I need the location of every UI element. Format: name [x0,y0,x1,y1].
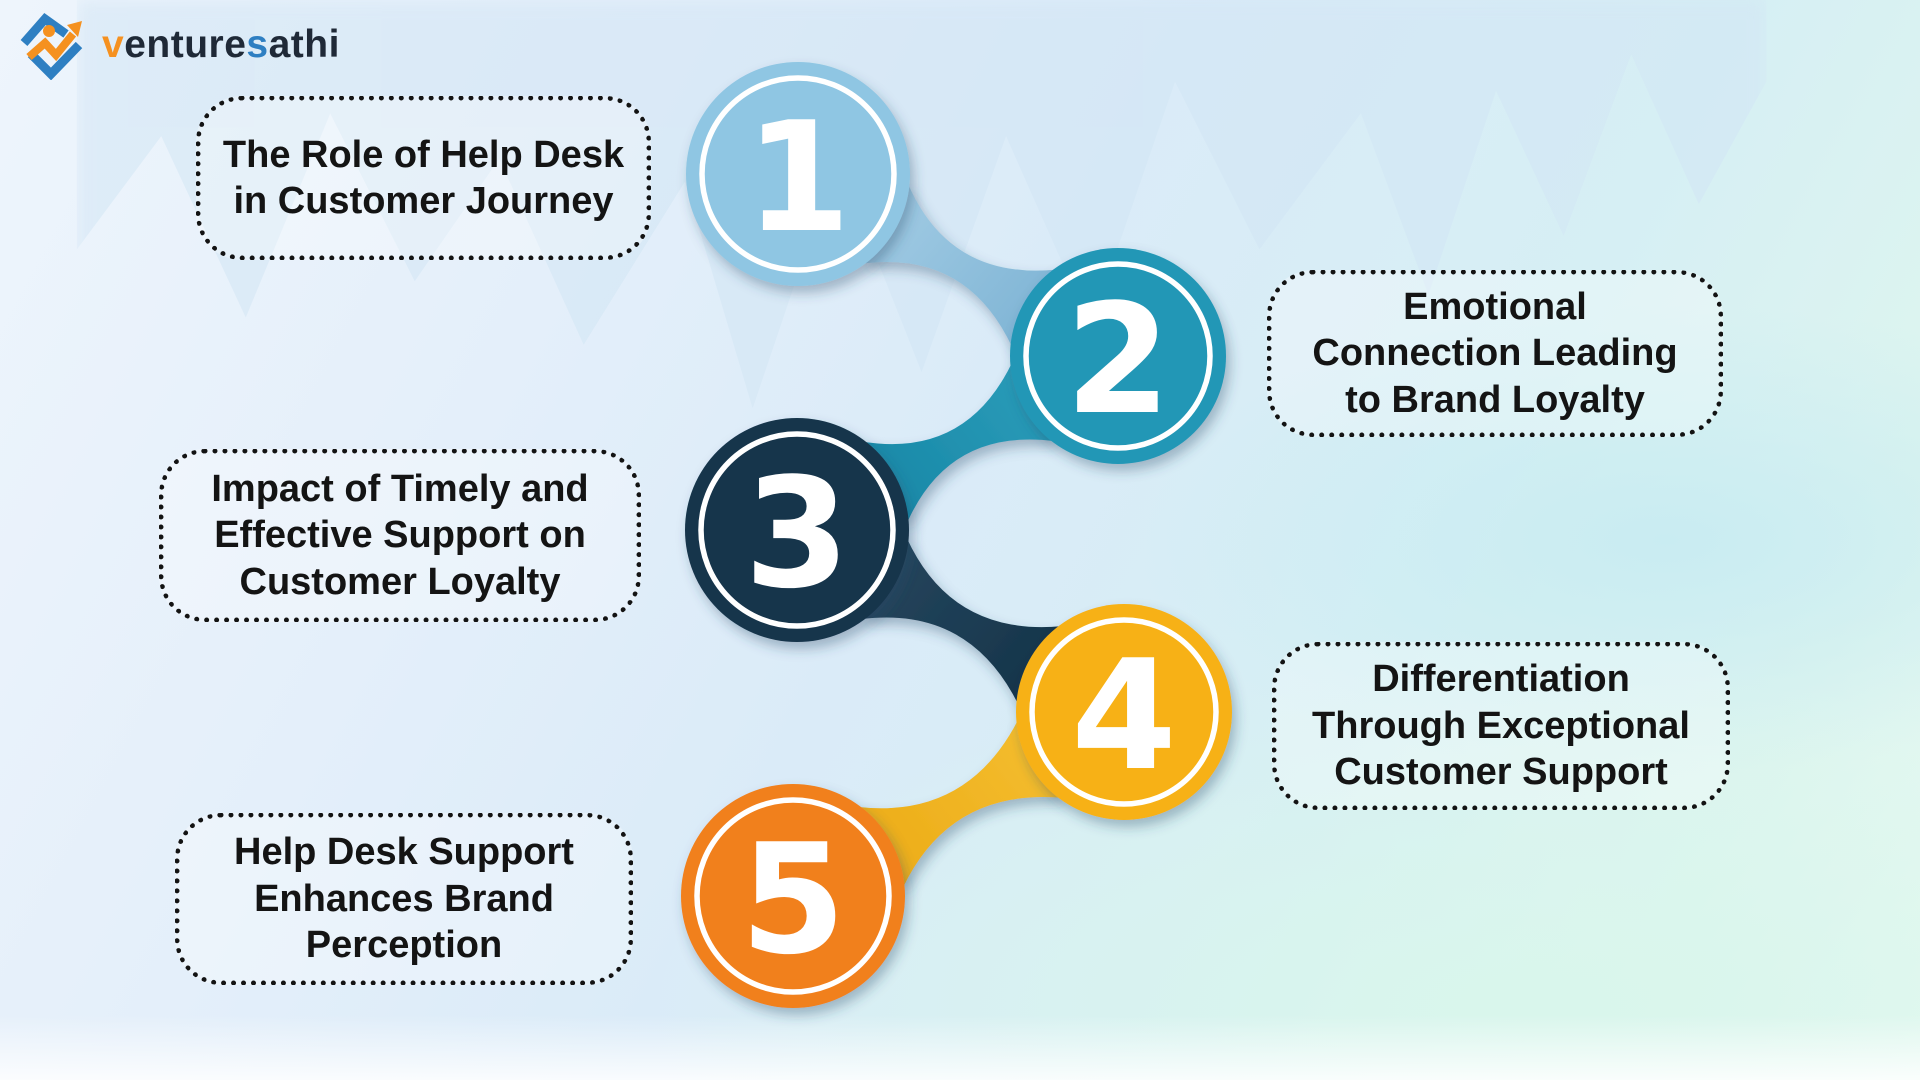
step-2-label-line: Connection Leading [1312,332,1678,375]
step-5-number: 5 [740,811,846,988]
step-1-label-line: in Customer Journey [233,180,614,222]
connector-3-4 [861,537,1062,705]
venturesathi-logo-text: venturesathi [102,25,340,64]
logo-part-enture: enture [124,22,247,66]
step-2-number: 2 [1065,271,1171,448]
logo-part-s: s [246,22,269,66]
step-3-label-line: Customer Loyalty [239,560,561,603]
step-4-label-line: Differentiation [1372,658,1630,701]
step-1-label-box: The Role of Help Desk in Customer Journe… [196,96,651,260]
step-4-label-box: Differentiation Through Exceptional Cust… [1272,642,1730,810]
step-3-label-line: Effective Support on [214,514,586,557]
step-1-circle: 1 [686,62,910,286]
step-5-disc [681,784,905,1008]
step-2-ring [1023,261,1213,451]
connector-2-3 [862,362,1055,524]
step-4-ring [1029,617,1219,807]
step-4-label-line: Through Exceptional [1312,704,1690,747]
step-2-label-line: Emotional [1403,285,1587,328]
background-bottom-glow [0,1015,1920,1080]
connector-layer [857,182,1062,889]
step-1-disc [686,62,910,286]
step-3-circle: 3 [685,418,909,642]
step-5-label-line: Help Desk Support [234,831,574,874]
logo-part-athi: athi [268,22,340,66]
step-2-label-box: Emotional Connection Leading to Brand Lo… [1267,270,1723,437]
step-3-disc [685,418,909,642]
step-4-disc [1016,604,1232,820]
step-2-label-line: to Brand Loyalty [1345,378,1645,421]
step-3-label-line: Impact of Timely and [211,467,589,510]
step-5-circle: 5 [681,784,905,1008]
venturesathi-logo: venturesathi [18,8,340,80]
step-5-label-line: Perception [305,924,503,967]
step-5-ring [694,797,892,995]
logo-part-v: v [102,22,125,66]
step-1-label-line: The Role of Help Desk [222,133,625,176]
step-4-label-line: Customer Support [1334,751,1668,794]
step-3-number: 3 [744,445,850,622]
connector-4-5 [857,719,1062,889]
venturesathi-logo-icon [20,12,83,80]
step-3-ring [698,431,896,629]
step-2-circle: 2 [1010,248,1226,464]
step-1-ring [699,75,897,273]
step-5-label-line: Enhances Brand [254,877,554,920]
step-3-label-box: Impact of Timely and Effective Support o… [159,449,641,622]
step-4-number: 4 [1071,627,1177,804]
step-5-label-box: Help Desk Support Enhances Brand Percept… [175,813,633,985]
connector-1-2 [861,182,1057,348]
step-1-number: 1 [745,89,851,266]
step-2-disc [1010,248,1226,464]
step-4-circle: 4 [1016,604,1232,820]
